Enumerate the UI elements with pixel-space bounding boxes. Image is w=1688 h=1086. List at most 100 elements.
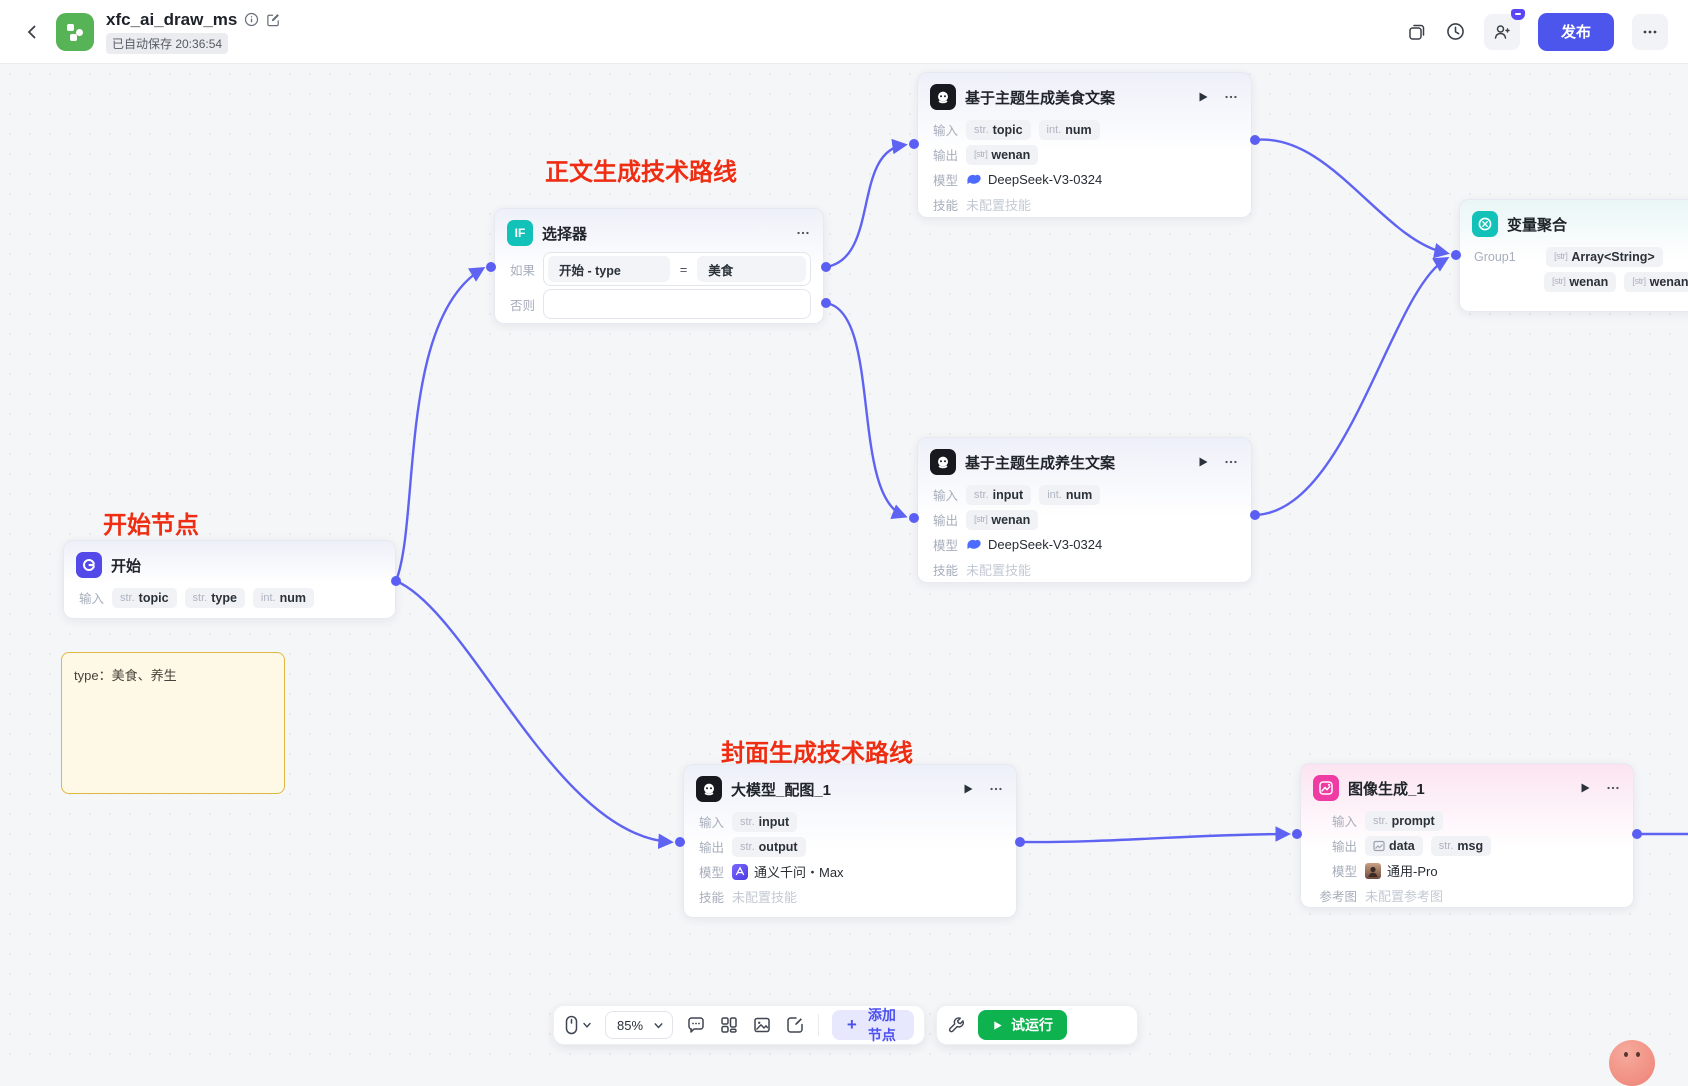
pointer-mode-button[interactable]: [564, 1015, 592, 1035]
play-icon[interactable]: [1197, 456, 1209, 468]
output-label: 输出: [1331, 840, 1357, 854]
more-button[interactable]: [1632, 13, 1668, 50]
port-aggregate-in[interactable]: [1451, 250, 1461, 260]
image-button[interactable]: [752, 1015, 772, 1035]
more-icon[interactable]: [988, 781, 1004, 797]
skill-label: 技能: [932, 564, 958, 578]
model-label: 模型: [698, 866, 724, 880]
port-health-out[interactable]: [1250, 510, 1260, 520]
copy-icon: [1409, 24, 1425, 40]
note-button[interactable]: [785, 1015, 805, 1035]
node-title: 选择器: [542, 225, 588, 243]
annotation-start-node: 开始节点: [103, 512, 199, 539]
sticky-note[interactable]: type：美食、养生: [61, 652, 285, 794]
skill-label: 技能: [932, 199, 958, 213]
collaborators-button[interactable]: [1483, 8, 1525, 50]
port-imagegen-out[interactable]: [1632, 829, 1642, 839]
output-label: 输出: [698, 841, 724, 855]
param-badge: int.num: [252, 587, 314, 608]
else-branch[interactable]: [543, 289, 811, 319]
input-label: 输入: [932, 124, 958, 138]
info-icon[interactable]: [244, 12, 259, 27]
input-label: 输入: [932, 489, 958, 503]
layout-button[interactable]: [719, 1015, 739, 1035]
else-label: 否则: [509, 298, 535, 313]
condition-left[interactable]: 开始 - type: [548, 256, 670, 282]
run-toolbar: 试运行: [936, 1005, 1138, 1045]
ref-image-label: 参考图: [1319, 890, 1357, 904]
port-selector-else-out[interactable]: [821, 298, 831, 308]
port-selector-if-out[interactable]: [821, 262, 831, 272]
llm-icon: [696, 776, 722, 802]
node-title: 大模型_配图_1: [731, 781, 832, 799]
workflow-app-icon: [56, 12, 94, 51]
collaborators-icon: [1494, 24, 1510, 39]
node-aggregate[interactable]: 变量聚合 Group1 [str]Array<String> [str]wena…: [1459, 199, 1688, 312]
assistant-avatar[interactable]: [1609, 1040, 1655, 1086]
zoom-select[interactable]: 85%: [605, 1011, 674, 1039]
param-badge: str.input: [732, 811, 798, 832]
test-run-button[interactable]: 试运行: [978, 1010, 1067, 1040]
history-icon: [1447, 23, 1464, 40]
plus-icon: +: [846, 1015, 857, 1034]
canvas-toolbar: 85% + 添加节点: [553, 1005, 925, 1045]
more-icon[interactable]: [1605, 780, 1621, 796]
history-button[interactable]: [1445, 21, 1466, 42]
port-selector-in[interactable]: [486, 262, 496, 272]
llm-icon: [930, 84, 956, 110]
node-imagegen[interactable]: 图像生成_1 输入 str.prompt 输出 data str.msg 模型 …: [1300, 763, 1634, 908]
node-food-llm[interactable]: 基于主题生成美食文案 输入 str.topic int.num 输出 [str]…: [917, 72, 1252, 218]
port-imagegen-in[interactable]: [1292, 829, 1302, 839]
comment-button[interactable]: [686, 1015, 706, 1035]
node-health-llm[interactable]: 基于主题生成养生文案 输入 str.input int.num 输出 [str]…: [917, 437, 1252, 583]
condition-right[interactable]: 美食: [697, 256, 806, 282]
model-label: 模型: [932, 174, 958, 188]
duplicate-button[interactable]: [1407, 22, 1427, 42]
add-node-button[interactable]: + 添加节点: [831, 1007, 914, 1043]
condition-row[interactable]: 开始 - type = 美食: [543, 252, 811, 286]
node-selector[interactable]: IF 选择器 如果 开始 - type = 美食 否则: [494, 208, 824, 324]
model-label: 模型: [1331, 865, 1357, 879]
topbar: xfc_ai_draw_ms 已自动保存 20:36:54 发布: [0, 0, 1688, 64]
model-value: 通义千问・Max: [732, 862, 844, 881]
output-label: 输出: [932, 514, 958, 528]
port-food-in[interactable]: [909, 139, 919, 149]
zoom-level: 85%: [617, 1017, 644, 1033]
more-icon[interactable]: [1223, 89, 1239, 105]
back-button[interactable]: [20, 20, 44, 44]
ref-image-empty: 未配置参考图: [1365, 889, 1444, 904]
play-icon[interactable]: [962, 783, 974, 795]
more-icon: [1643, 30, 1657, 33]
divider: [818, 1014, 819, 1036]
node-title: 基于主题生成美食文案: [965, 89, 1116, 107]
condition-operator[interactable]: =: [679, 261, 688, 277]
port-start-out[interactable]: [391, 576, 401, 586]
param-badge: int.num: [1038, 119, 1100, 140]
group-label: Group1: [1474, 249, 1516, 264]
input-label: 输入: [78, 592, 104, 606]
port-food-out[interactable]: [1250, 135, 1260, 145]
var-badge: [str]wenan: [1624, 271, 1688, 292]
param-badge: int.num: [1039, 484, 1101, 505]
param-badge: str.type: [184, 587, 245, 608]
workflow-title: xfc_ai_draw_ms: [106, 9, 238, 29]
edit-icon[interactable]: [266, 12, 281, 27]
node-title: 开始: [111, 557, 142, 575]
play-icon[interactable]: [1579, 782, 1591, 794]
input-label: 输入: [1331, 815, 1357, 829]
port-peitu-out[interactable]: [1015, 837, 1025, 847]
note-text: type：美食、养生: [74, 668, 177, 683]
more-icon[interactable]: [1223, 454, 1239, 470]
node-start[interactable]: 开始 输入 str.topic str.type int.num: [63, 540, 396, 619]
port-health-in[interactable]: [909, 513, 919, 523]
output-label: 输出: [932, 149, 958, 163]
aggregate-icon: [1472, 211, 1498, 237]
node-peitu-llm[interactable]: 大模型_配图_1 输入 str.input 输出 str.output 模型 通…: [683, 764, 1017, 918]
tools-button[interactable]: [947, 1016, 966, 1035]
note-icon: [787, 1017, 803, 1033]
publish-button[interactable]: 发布: [1537, 12, 1614, 51]
more-icon[interactable]: [795, 225, 811, 241]
tongyi-icon: [732, 863, 748, 880]
port-peitu-in[interactable]: [675, 837, 685, 847]
play-icon[interactable]: [1197, 91, 1209, 103]
